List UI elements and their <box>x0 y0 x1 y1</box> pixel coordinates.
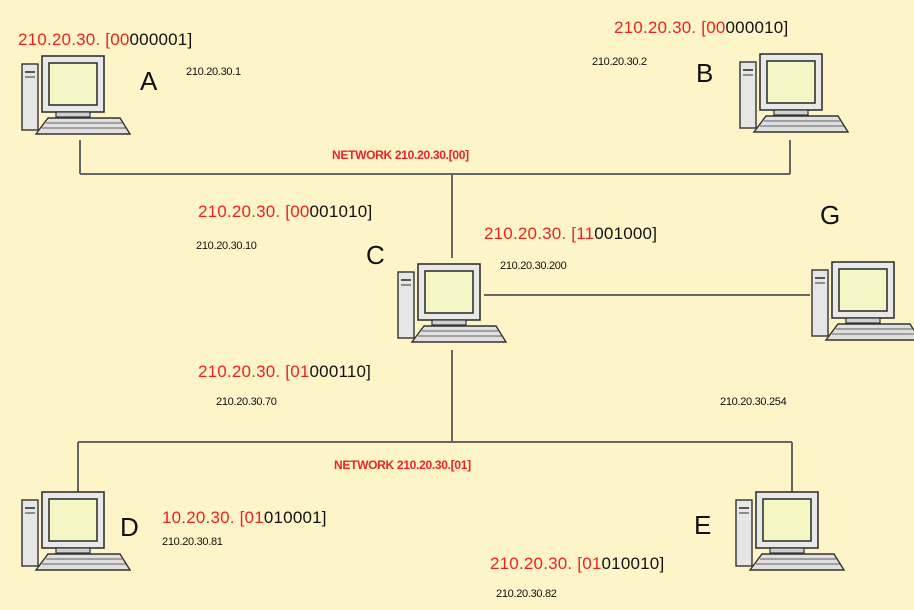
host-e-decimal: 210.20.30.82 <box>496 588 557 600</box>
host-d-decimal: 210.20.30.81 <box>162 536 223 548</box>
host-c-top-binary-prefix: 210.20.30. [ <box>198 202 290 221</box>
host-c-bottom-binary-host: 000110] <box>310 362 372 381</box>
host-c-bottom-binary-net: 01 <box>290 362 309 381</box>
host-d-binary-net: 01 <box>245 508 264 527</box>
host-d-binary-prefix: 10.20.30. [ <box>162 508 245 527</box>
host-name-d: D <box>120 512 139 543</box>
host-c-bottom-binary: 210.20.30. [01000110] <box>198 362 371 382</box>
host-b-binary-host: 000010] <box>726 18 789 37</box>
host-c-bottom-binary-prefix: 210.20.30. [ <box>198 362 290 381</box>
host-a-binary-host: 000001] <box>130 30 193 49</box>
host-c-right-binary-host: 001000] <box>594 224 657 243</box>
host-c-right-decimal: 210.20.30.200 <box>500 260 566 272</box>
host-a-binary-net: 00 <box>110 30 129 49</box>
host-a-decimal: 210.20.30.1 <box>186 66 241 78</box>
host-e-binary-prefix: 210.20.30. [ <box>490 554 582 573</box>
host-e-binary-host: 010010] <box>602 554 665 573</box>
host-name-g: G <box>820 200 840 231</box>
host-name-a: A <box>140 66 157 97</box>
host-name-b: B <box>696 58 713 89</box>
host-c-top-binary-net: 00 <box>290 202 309 221</box>
computer-d-icon <box>16 488 136 578</box>
host-name-c: C <box>366 240 385 271</box>
host-d-binary: 10.20.30. [01010001] <box>162 508 327 528</box>
host-c-top-binary: 210.20.30. [00001010] <box>198 202 372 222</box>
network-label-bottom: NETWORK 210.20.30.[01] <box>334 458 471 472</box>
host-e-binary-net: 01 <box>582 554 601 573</box>
computer-g-icon <box>806 258 914 348</box>
host-g-decimal: 210.20.30.254 <box>720 396 786 408</box>
computer-c-icon <box>392 260 512 350</box>
host-c-top-decimal: 210.20.30.10 <box>196 240 257 252</box>
host-name-e: E <box>694 510 711 541</box>
host-c-top-binary-host: 001010] <box>310 202 373 221</box>
computer-e-icon <box>730 488 850 578</box>
host-b-decimal: 210.20.30.2 <box>592 56 647 68</box>
host-e-binary: 210.20.30. [01010010] <box>490 554 664 574</box>
host-b-binary-net: 00 <box>706 18 725 37</box>
host-c-right-binary: 210.20.30. [11001000] <box>484 224 657 244</box>
host-a-binary: 210.20.30. [00000001] <box>18 30 192 50</box>
network-label-top: NETWORK 210.20.30.[00] <box>332 148 469 162</box>
host-c-right-binary-net: 11 <box>576 224 594 243</box>
host-a-binary-prefix: 210.20.30. [ <box>18 30 110 49</box>
host-b-binary: 210.20.30. [00000010] <box>614 18 788 38</box>
host-b-binary-prefix: 210.20.30. [ <box>614 18 706 37</box>
host-d-binary-host: 010001] <box>264 508 327 527</box>
host-c-right-binary-prefix: 210.20.30. [ <box>484 224 576 243</box>
computer-a-icon <box>16 52 136 142</box>
host-c-bottom-decimal: 210.20.30.70 <box>216 396 277 408</box>
computer-b-icon <box>734 50 854 140</box>
